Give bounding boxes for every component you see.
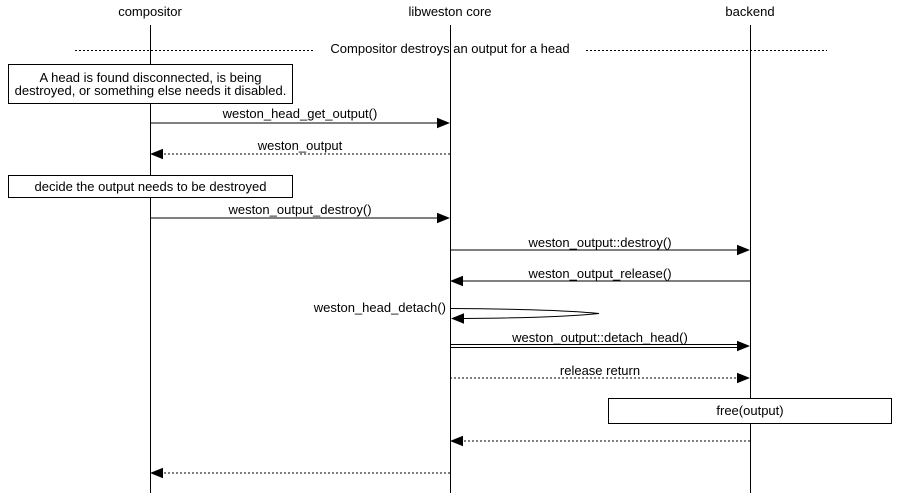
message-label-detach-head: weston_output::detach_head(): [512, 330, 688, 345]
arrowhead-icon: [150, 467, 163, 479]
message-label-output-destroy: weston_output_destroy(): [228, 202, 372, 217]
message-label-release-return: release return: [559, 363, 641, 378]
note-decide-destroy: decide the output needs to be destroyed: [8, 175, 293, 198]
arrowhead-icon: [737, 372, 750, 384]
message-label-output-vfunc-destroy: weston_output::destroy(): [528, 235, 672, 250]
arrowhead-icon: [737, 244, 750, 256]
message-label-head-get-output: weston_head_get_output(): [222, 106, 378, 121]
participant-backend: backend: [725, 4, 775, 19]
arrowhead-icon: [437, 117, 450, 129]
arrowhead-icon: [437, 212, 450, 224]
arrowhead-icon: [737, 340, 750, 352]
arrowhead-icon: [450, 435, 463, 447]
divider-label: Compositor destroys an output for a head: [330, 41, 570, 56]
message-label-weston-output: weston_output: [257, 138, 343, 153]
message-label-output-release: weston_output_release(): [528, 266, 672, 281]
arrowhead-icon: [451, 313, 464, 324]
participant-libweston-core: libweston core: [408, 4, 492, 19]
arrowhead-icon: [450, 275, 463, 287]
note-head-disconnected: A head is found disconnected, is being d…: [8, 64, 293, 104]
participant-compositor: compositor: [118, 4, 182, 19]
self-message-loop-head-detach: [450, 308, 600, 319]
arrowhead-icon: [150, 148, 163, 160]
note-free-output: free(output): [608, 398, 892, 424]
message-label-head-detach: weston_head_detach(): [313, 300, 446, 315]
